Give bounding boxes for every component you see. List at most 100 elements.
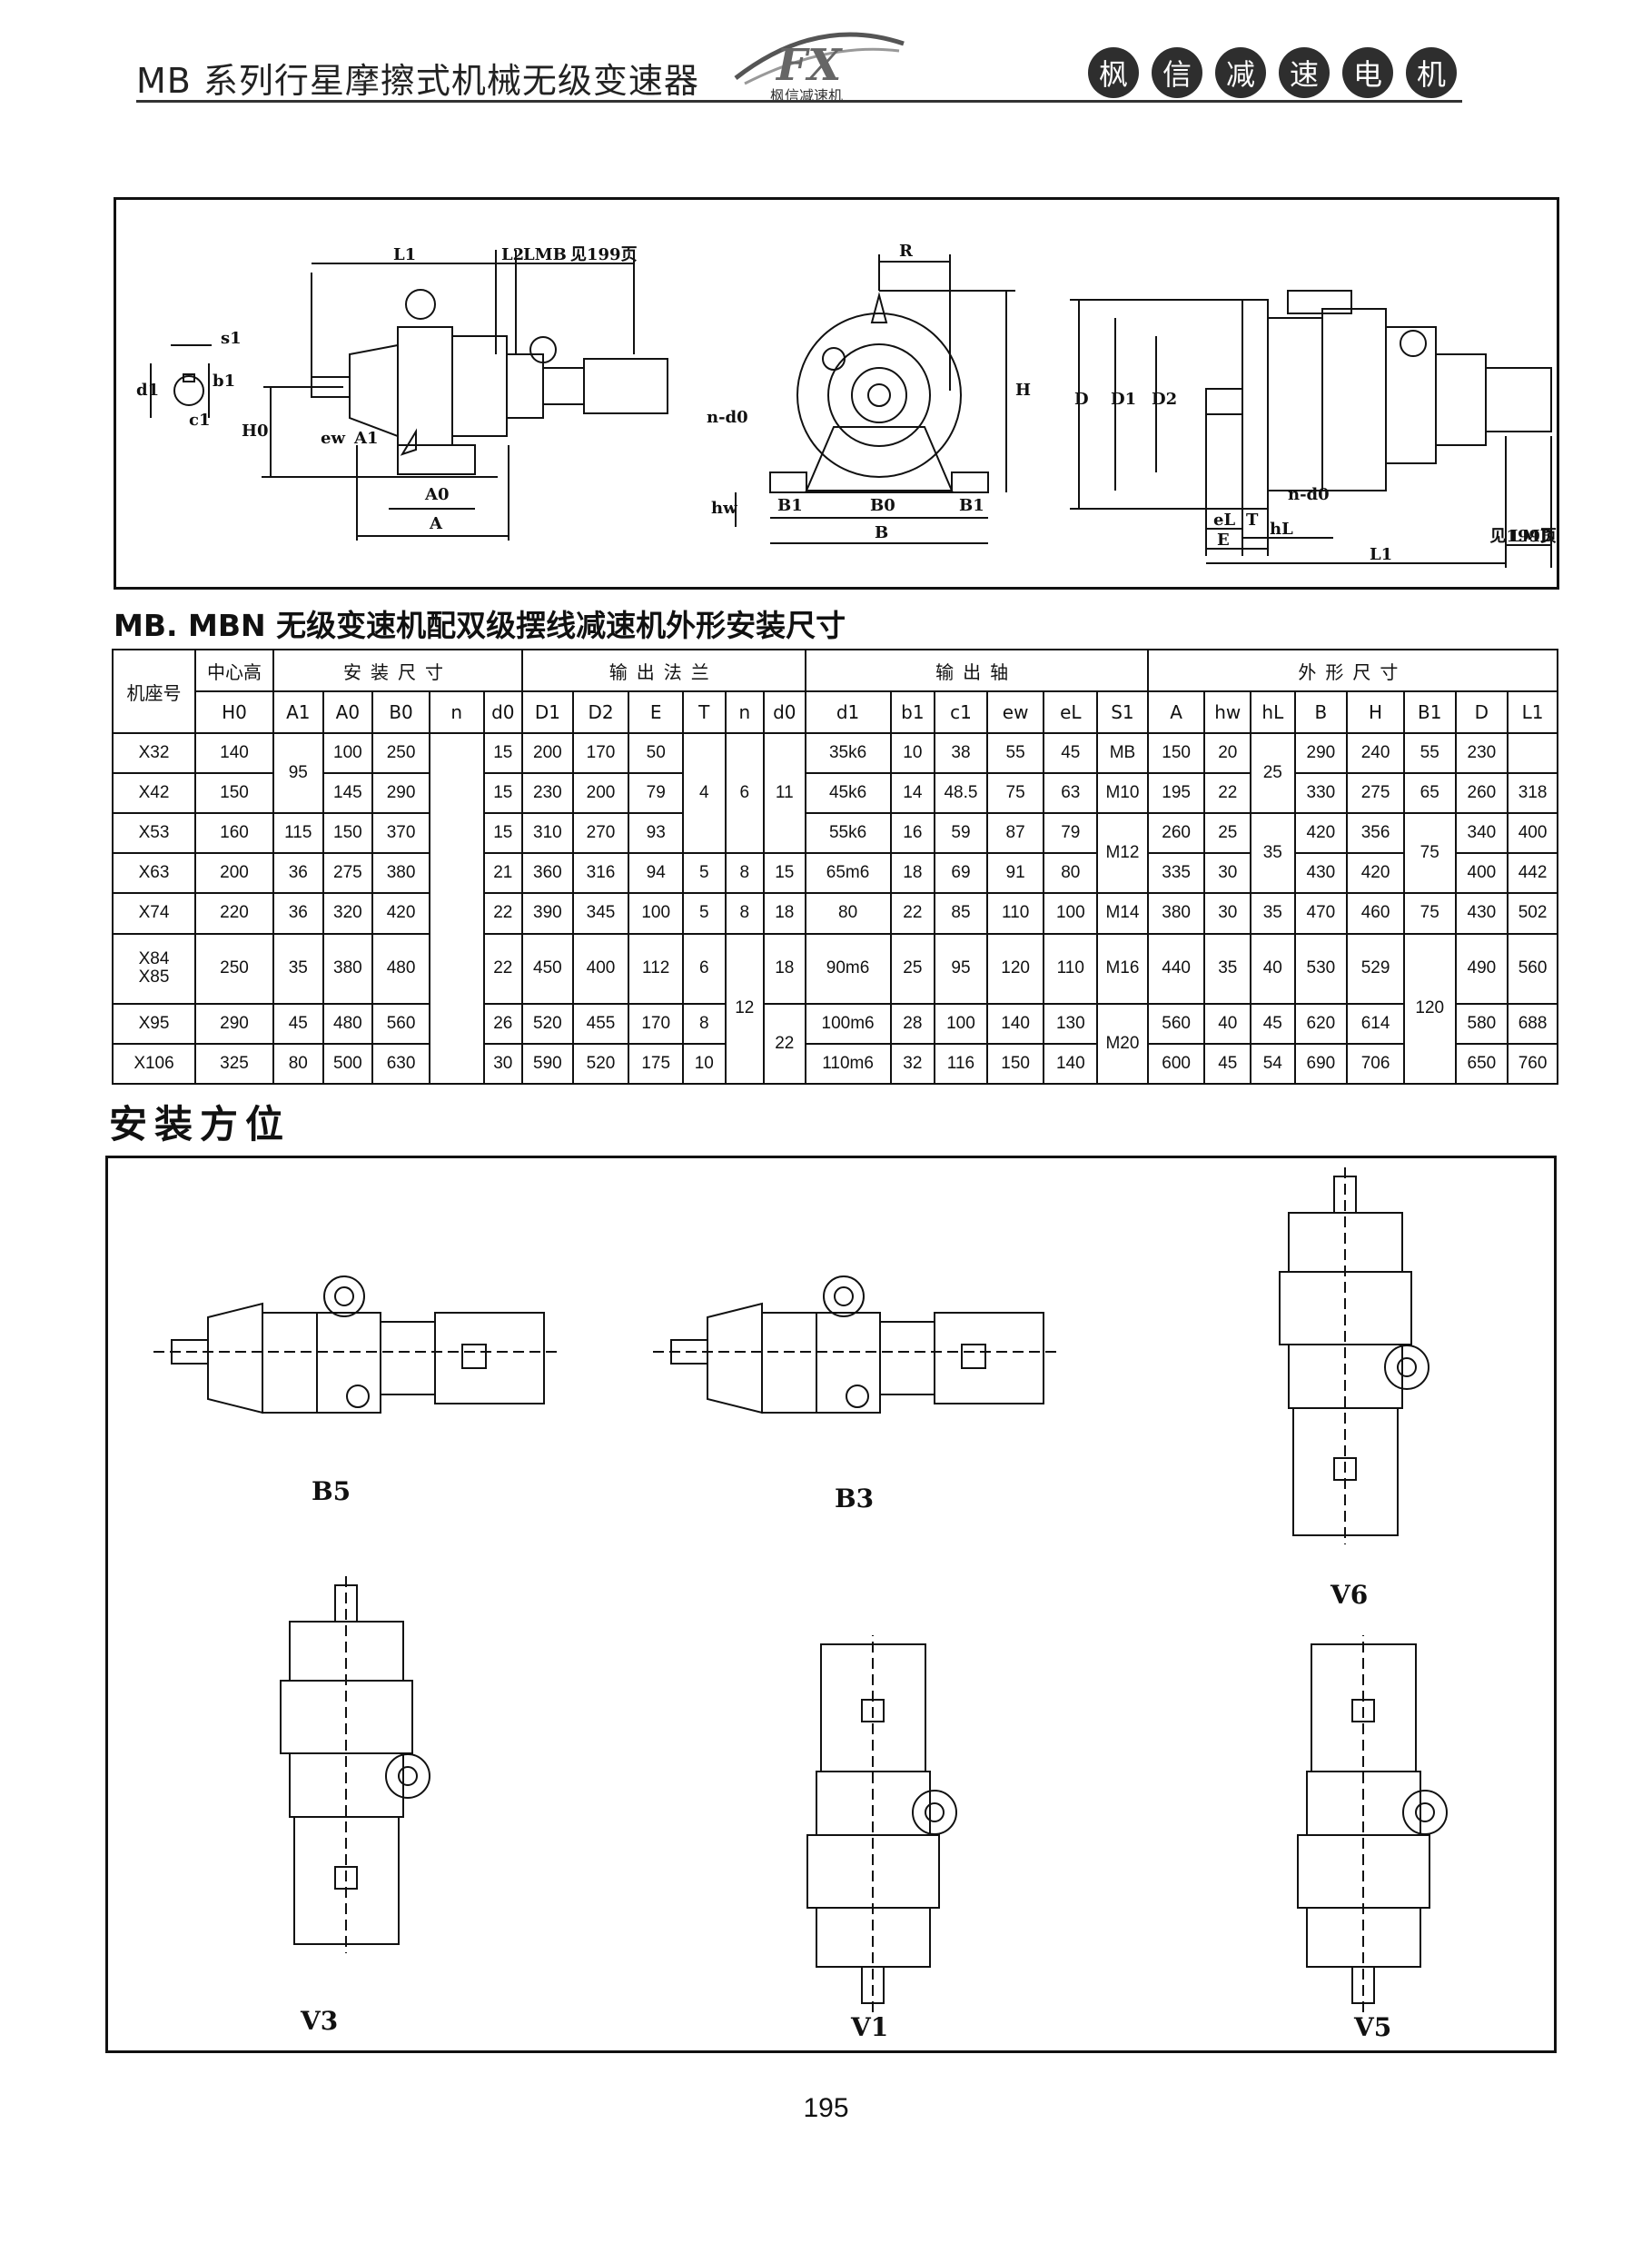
cell: 20 [1203, 731, 1252, 775]
cell: 620 [1293, 1002, 1349, 1045]
column-header: H0 [194, 690, 274, 734]
mounting-v1-drawing [806, 1634, 957, 2013]
brand-badges: 枫 信 减 速 电 机 [1088, 47, 1457, 98]
cell: 18 [763, 932, 806, 1005]
cell: X32 [111, 731, 197, 775]
cell: 160 [194, 812, 274, 855]
svg-text:B1: B1 [777, 496, 803, 515]
cell: 30 [482, 1042, 524, 1086]
cell: M14 [1096, 892, 1149, 935]
cell: 100m6 [804, 1002, 892, 1045]
mounting-frame: B5 B3 V6 V3 V1 V5 [105, 1156, 1557, 2053]
cell: 112 [628, 932, 685, 1005]
cell: 75 [1402, 892, 1457, 935]
cell: 200 [571, 772, 630, 815]
cell: 95 [272, 731, 324, 815]
cell: 290 [1293, 731, 1349, 775]
column-header: d1 [804, 690, 892, 734]
cell: 480 [371, 932, 430, 1005]
table-row: X53 160 115 150 370 15 310 270 93 55k6 1… [111, 812, 1558, 895]
cell: 32 [889, 1042, 936, 1086]
cell: 340 [1454, 812, 1509, 855]
cell: 520 [521, 1002, 574, 1045]
cell: 420 [1346, 852, 1405, 895]
cell: 40 [1203, 1002, 1252, 1045]
column-header: d0 [482, 690, 524, 734]
svg-text:A1: A1 [353, 429, 379, 448]
cell: 455 [571, 1002, 630, 1045]
group-header: 安装尺寸 [272, 649, 524, 692]
cell: 35 [1250, 892, 1296, 935]
cell: 35k6 [804, 731, 892, 775]
cell: 45 [272, 1002, 324, 1045]
cell: 345 [571, 892, 630, 935]
cell: 335 [1146, 852, 1206, 895]
cell: M10 [1096, 772, 1149, 815]
cell: 100 [934, 1002, 988, 1045]
group-header: 输出法兰 [521, 649, 806, 692]
cell: 100 [1043, 892, 1099, 935]
cell: 590 [521, 1042, 574, 1086]
brand-badge: 速 [1279, 47, 1330, 98]
cell: MB [1096, 731, 1149, 775]
group-header: 外形尺寸 [1146, 649, 1559, 692]
cell: 706 [1346, 1042, 1405, 1086]
table-row: X106 325 80 500 630 30 590 520 175 10 11… [111, 1042, 1558, 1086]
mounting-b3-drawing [652, 1275, 1063, 1414]
cell: 650 [1454, 1042, 1509, 1086]
cell: 28 [889, 1002, 936, 1045]
svg-text:T: T [1246, 511, 1259, 530]
cell: 290 [371, 772, 430, 815]
cell: 380 [371, 852, 430, 895]
cell: 688 [1507, 1002, 1558, 1045]
mounting-label: B5 [312, 1476, 351, 1506]
cell: 260 [1454, 772, 1509, 815]
dimensions-table: 机座号 中心高 安装尺寸 输出法兰 输出轴 外形尺寸 H0 A1 A0 B0 n… [111, 649, 1559, 1086]
cell: 25 [1250, 731, 1296, 815]
cell: 250 [371, 731, 430, 775]
cell: 80 [1043, 852, 1099, 895]
column-header: A1 [272, 690, 324, 734]
cell [428, 732, 485, 1085]
cell: 150 [321, 812, 374, 855]
cell: 45 [1250, 1002, 1296, 1045]
cell: 430 [1454, 892, 1509, 935]
cell: 36 [272, 892, 324, 935]
table-row: X74 220 36 320 420 22 390 345 100 5 8 18… [111, 892, 1558, 935]
cell: 14 [889, 772, 936, 815]
cell: 195 [1146, 772, 1206, 815]
mounting-v3-drawing [280, 1575, 430, 1954]
cell: 250 [194, 932, 274, 1005]
cell: 260 [1146, 812, 1206, 855]
cell: 560 [371, 1002, 430, 1045]
mounting-label: V6 [1331, 1580, 1369, 1610]
frame-header: 机座号 [111, 649, 197, 734]
cell: 170 [571, 731, 630, 775]
cell: 170 [628, 1002, 685, 1045]
cell: 360 [521, 852, 574, 895]
svg-text:B: B [875, 523, 888, 542]
svg-text:d1: d1 [136, 381, 159, 400]
cell: 94 [628, 852, 685, 895]
cell: X53 [111, 812, 197, 855]
cell: 150 [1146, 731, 1206, 775]
cell: 18 [889, 852, 936, 895]
svg-text:ew: ew [321, 429, 345, 448]
brand-logo-icon: FX [734, 32, 905, 91]
svg-text:E: E [1217, 531, 1230, 550]
cell: 560 [1146, 1002, 1206, 1045]
brand-badge: 机 [1406, 47, 1457, 98]
cell: 63 [1043, 772, 1099, 815]
cell: 400 [571, 932, 630, 1005]
cell: 270 [571, 812, 630, 855]
cell: 85 [934, 892, 988, 935]
cell: 79 [1043, 812, 1099, 855]
cell: 30 [1203, 892, 1252, 935]
cell: 356 [1346, 812, 1405, 855]
logo-mark: FX [775, 40, 843, 91]
cell: 87 [985, 812, 1045, 855]
dimension-drawings: s1 d1 b1 c1 L1 L2 LMB 见199页 H0 ew A1 A0 … [136, 242, 1557, 568]
column-header: H [1346, 690, 1405, 734]
cell: 79 [628, 772, 685, 815]
cell: 140 [194, 731, 274, 775]
